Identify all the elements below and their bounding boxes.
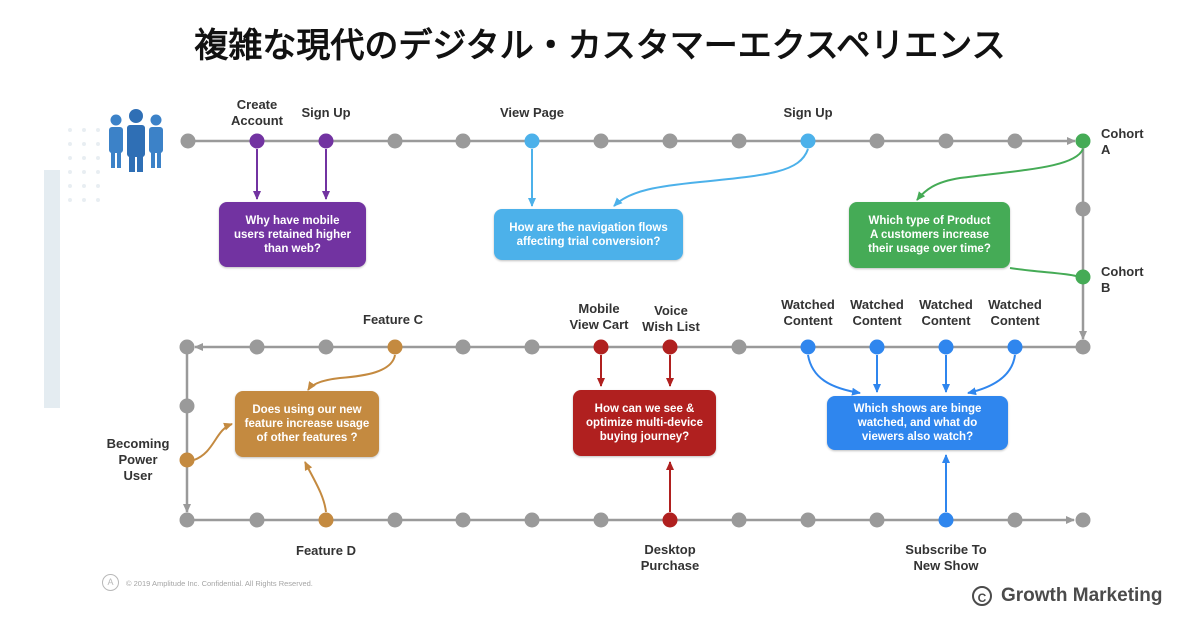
node-voice-wish-list	[662, 339, 678, 355]
label-watched-3: Watched Content	[919, 297, 973, 328]
label-subscribe-new-show: Subscribe To New Show	[905, 542, 987, 573]
label-watched-4: Watched Content	[988, 297, 1042, 328]
gray-track	[183, 137, 1087, 524]
label-sign-up-1: Sign Up	[301, 105, 351, 120]
growth-marketing-logo-icon: C	[972, 586, 992, 606]
question-box-binge-watched: Which shows are binge watched, and what …	[827, 396, 1008, 450]
question-box-new-feature: Does using our new feature increase usag…	[235, 391, 379, 457]
node-becoming-power-user	[179, 452, 195, 468]
node-watched-3	[938, 339, 954, 355]
question-box-mobile-retention: Why have mobile users retained higher th…	[219, 202, 366, 267]
node-sign-up-1	[318, 133, 334, 149]
node-watched-4	[1007, 339, 1023, 355]
node-create-account	[249, 133, 265, 149]
purple-connectors	[253, 149, 330, 200]
users-icon	[109, 109, 163, 172]
question-box-product-a-usage: Which type of Product A customers increa…	[849, 202, 1010, 268]
label-create-account: Create Account	[231, 97, 283, 128]
brown-connectors	[193, 354, 396, 513]
page-title: 複雑な現代のデジタル・カスタマーエクスペリエンス	[194, 26, 1006, 66]
label-cohort-b: Cohort B	[1101, 264, 1144, 295]
decorative-dot-grid	[68, 128, 100, 202]
label-becoming-power-user: Becoming Power User	[106, 436, 170, 483]
node-desktop-purchase	[662, 512, 678, 528]
node-subscribe-new-show	[938, 512, 954, 528]
node-feature-d	[318, 512, 334, 528]
gray-nodes	[179, 133, 1091, 528]
red-connectors	[597, 355, 674, 512]
growth-marketing-brand: C Growth Marketing	[972, 585, 1163, 607]
question-box-multi-device: How can we see & optimize multi-device b…	[573, 390, 716, 456]
label-watched-2: Watched Content	[850, 297, 904, 328]
label-desktop-purchase: Desktop Purchase	[640, 542, 700, 573]
label-feature-d: Feature D	[296, 543, 356, 558]
label-cohort-a: Cohort A	[1101, 126, 1144, 157]
footer-copyright: © 2019 Amplitude Inc. Confidential. All …	[126, 579, 313, 588]
label-feature-c: Feature C	[363, 312, 423, 327]
node-mobile-view-cart	[593, 339, 609, 355]
label-view-page: View Page	[499, 105, 565, 120]
question-box-navigation-flows: How are the navigation flows affecting t…	[494, 209, 683, 260]
label-mobile-view-cart: Mobile View Cart	[569, 301, 629, 332]
amplitude-logo-icon: A	[102, 574, 119, 591]
node-view-page	[524, 133, 540, 149]
node-watched-1	[800, 339, 816, 355]
blue-connectors	[807, 354, 1016, 512]
node-feature-c	[387, 339, 403, 355]
label-watched-1: Watched Content	[781, 297, 835, 328]
light-blue-connectors	[528, 148, 809, 207]
node-cohort-a	[1075, 133, 1091, 149]
node-watched-2	[869, 339, 885, 355]
label-voice-wish-list: Voice Wish List	[642, 303, 700, 334]
label-sign-up-2: Sign Up	[783, 105, 833, 120]
green-connectors	[916, 148, 1084, 277]
decorative-bar	[44, 170, 60, 408]
node-sign-up-2	[800, 133, 816, 149]
node-cohort-b	[1075, 269, 1091, 285]
brand-name: Growth Marketing	[1001, 585, 1163, 606]
